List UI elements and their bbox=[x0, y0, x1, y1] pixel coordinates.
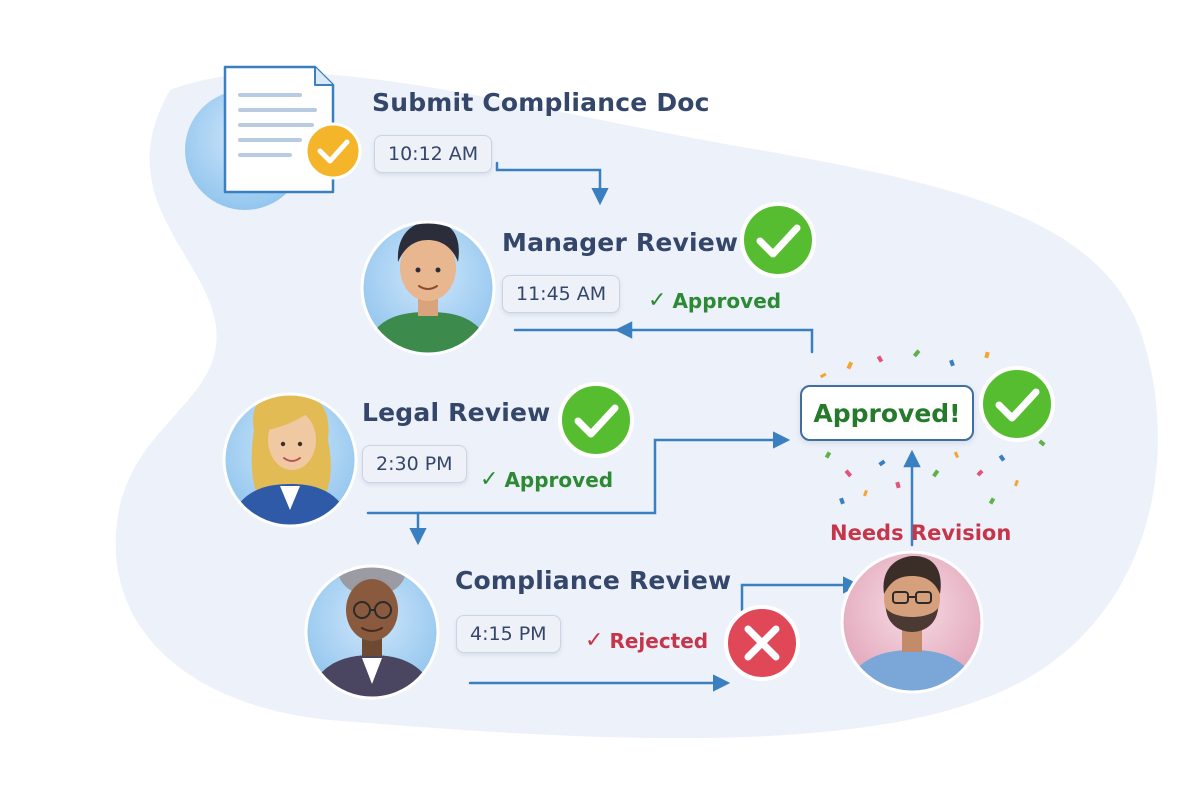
connectors bbox=[366, 161, 921, 692]
check-icon: ✓ bbox=[585, 628, 604, 653]
step-title-legal: Legal Review bbox=[362, 398, 551, 427]
rejected-x-badge bbox=[724, 605, 800, 681]
connector-legal-to-approved bbox=[416, 431, 791, 515]
submit-check-badge bbox=[304, 122, 362, 180]
connector-rejected-to-revision bbox=[740, 576, 861, 612]
check-icon bbox=[317, 139, 350, 164]
final-approved-label: Approved! bbox=[813, 398, 961, 428]
needs-revision-label: Needs Revision bbox=[830, 521, 1012, 545]
check-icon bbox=[574, 404, 619, 438]
connector-manager-to-final-return bbox=[614, 321, 814, 354]
status-legal: ✓ Approved bbox=[480, 467, 613, 492]
status-legal-label: Approved bbox=[504, 467, 614, 492]
status-compliance-label: Rejected bbox=[609, 628, 709, 653]
time-chip-manager: 11:45 AM bbox=[502, 275, 621, 313]
check-icon bbox=[756, 224, 801, 258]
status-manager-label: Approved bbox=[672, 288, 782, 313]
time-chip-submit: 10:12 AM bbox=[374, 135, 493, 173]
check-icon bbox=[995, 388, 1040, 422]
x-icon bbox=[744, 625, 780, 661]
step-title-submit: Submit Compliance Doc bbox=[372, 88, 710, 117]
connector-submit-to-manager bbox=[495, 161, 609, 206]
time-chip-legal: 2:30 PM bbox=[362, 445, 467, 483]
step-title-manager: Manager Review bbox=[502, 228, 739, 257]
compliance-avatar bbox=[304, 564, 440, 700]
status-compliance: ✓ Rejected bbox=[585, 628, 708, 653]
time-chip-compliance: 4:15 PM bbox=[456, 615, 561, 653]
manager-check-badge bbox=[740, 202, 816, 278]
final-check-badge bbox=[979, 366, 1055, 442]
legal-check-badge bbox=[558, 382, 634, 458]
final-approved-box: Approved! bbox=[800, 385, 974, 441]
status-manager: ✓ Approved bbox=[648, 288, 781, 313]
document-icon bbox=[223, 65, 335, 194]
submit-step-visual bbox=[185, 65, 362, 210]
step-title-compliance: Compliance Review bbox=[455, 566, 732, 595]
manager-avatar bbox=[360, 220, 496, 356]
check-icon: ✓ bbox=[480, 467, 499, 492]
confetti bbox=[819, 349, 1046, 505]
check-icon: ✓ bbox=[648, 288, 667, 313]
